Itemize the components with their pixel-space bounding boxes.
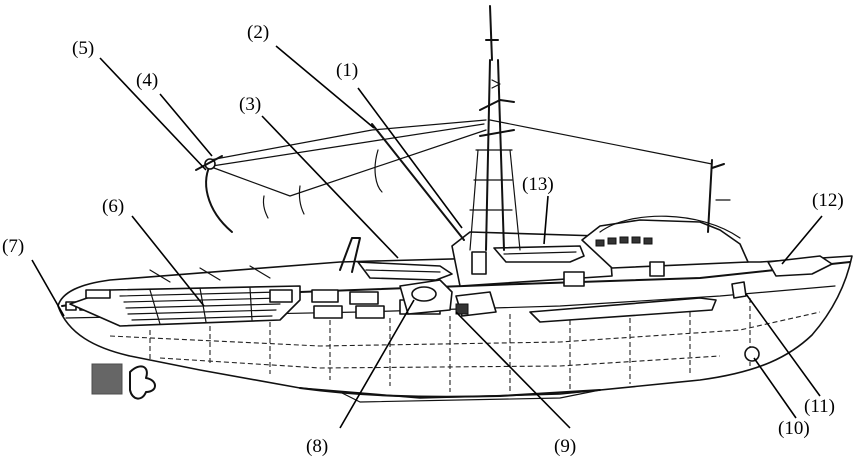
workboat	[493, 245, 585, 263]
leader-4	[159, 93, 213, 157]
leader-2	[275, 45, 375, 129]
mast	[469, 5, 521, 251]
bow-thruster	[744, 346, 760, 362]
callout-labels: (1) (2) (3) (4) (5) (6) (7) (8) (9) (10)…	[2, 22, 844, 457]
leader-5	[99, 57, 207, 171]
label-13: (13)	[522, 174, 554, 195]
label-1: (1)	[336, 60, 358, 81]
leader-10	[753, 357, 797, 419]
label-9: (9)	[554, 436, 576, 457]
label-8: (8)	[306, 436, 328, 457]
hull	[57, 255, 853, 403]
leader-7	[31, 259, 65, 317]
hawse-pipe	[731, 281, 747, 299]
label-7: (7)	[2, 236, 24, 257]
leader-6	[131, 215, 205, 307]
leader-lines	[31, 45, 823, 429]
label-11: (11)	[804, 396, 835, 417]
label-4: (4)	[136, 70, 158, 91]
leader-1	[357, 87, 463, 229]
label-10: (10)	[778, 418, 810, 439]
label-12: (12)	[812, 190, 844, 211]
leader-8	[339, 299, 415, 429]
lifeboat-aft	[357, 261, 453, 281]
label-3: (3)	[239, 94, 261, 115]
propeller	[91, 363, 156, 400]
label-2: (2)	[247, 22, 269, 43]
leader-12	[781, 215, 823, 265]
leader-9	[455, 311, 571, 429]
label-5: (5)	[72, 38, 94, 59]
label-6: (6)	[102, 196, 124, 217]
superstructure	[451, 215, 833, 287]
winch-group	[399, 279, 497, 317]
aft-mast	[707, 159, 731, 233]
rigging	[195, 119, 713, 241]
bridge-windows	[595, 236, 653, 247]
leader-11	[745, 293, 821, 397]
leader-13	[543, 195, 549, 245]
leader-3	[261, 115, 399, 259]
